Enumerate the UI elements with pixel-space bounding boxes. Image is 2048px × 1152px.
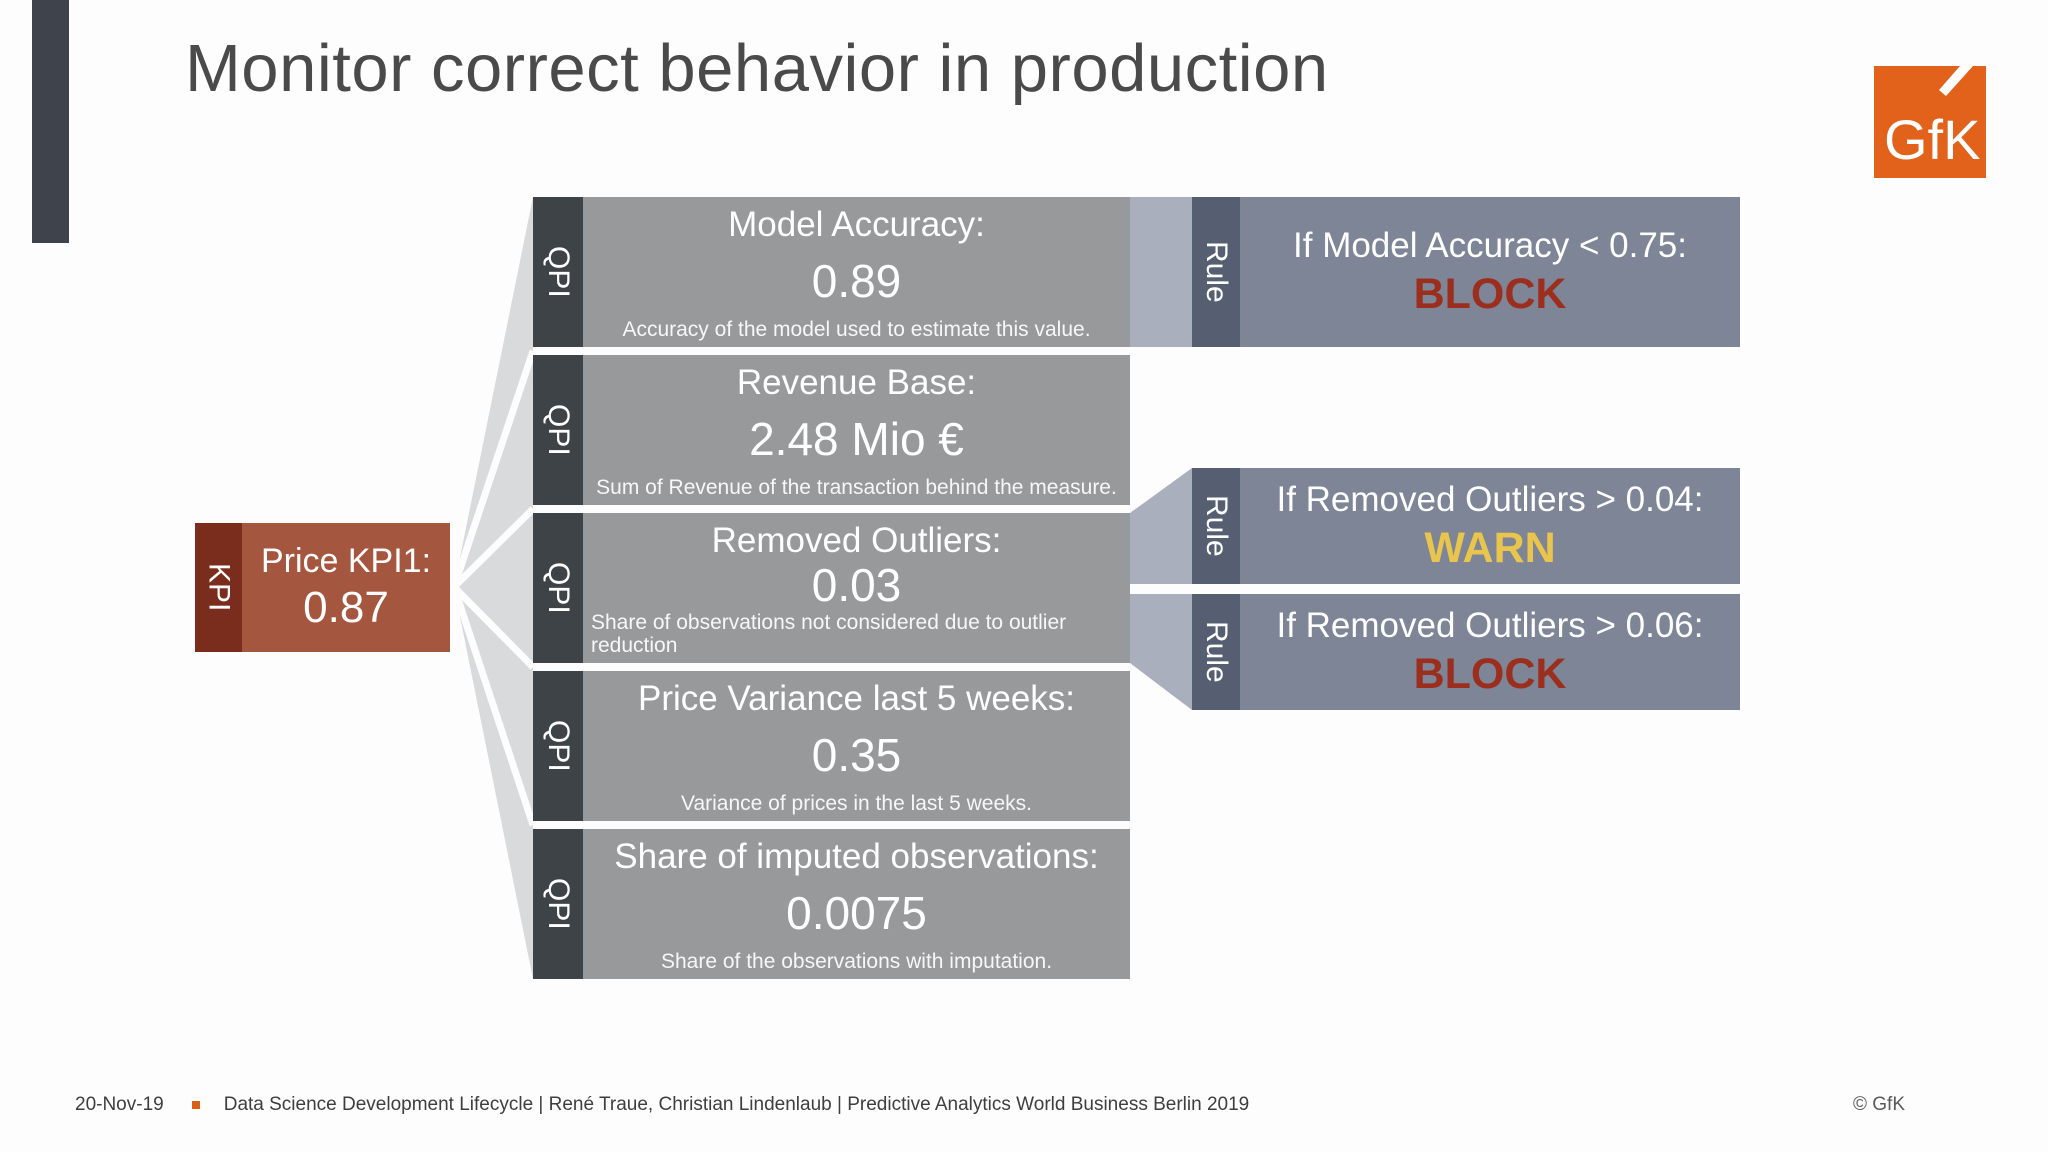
rule-condition: If Removed Outliers > 0.04: [1276, 480, 1704, 520]
qpi-description: Variance of prices in the last 5 weeks. [681, 791, 1032, 815]
qpi-body: Removed Outliers: 0.03 Share of observat… [583, 513, 1130, 663]
footer-bullet-icon [191, 1101, 200, 1109]
gfk-logo-text: GfK [1884, 108, 1980, 171]
kpi-value: 0.87 [303, 583, 389, 632]
qpi-body: Share of imputed observations: 0.0075 Sh… [583, 829, 1130, 979]
footer: 20-Nov-19 Data Science Development Lifec… [75, 1094, 1249, 1116]
qpi-tab: QPI [533, 829, 583, 979]
rule-body: If Removed Outliers > 0.04: WARN [1240, 468, 1740, 584]
kpi-node: KPI Price KPI1: 0.87 [195, 523, 450, 652]
rule-condition: If Model Accuracy < 0.75: [1293, 226, 1687, 266]
qpi-value: 0.03 [811, 559, 902, 612]
logo-accent-slash-icon [1939, 66, 1973, 96]
left-accent-bar [32, 0, 69, 243]
qpi-rule-connectors [1130, 197, 1192, 710]
rule-node-outliers-block: Rule If Removed Outliers > 0.06: BLOCK [1192, 594, 1740, 710]
rule-tab: Rule [1192, 468, 1240, 584]
qpi-value: 0.35 [811, 728, 902, 781]
qpi-node-imputed-observations: QPI Share of imputed observations: 0.007… [533, 829, 1130, 979]
rule-body: If Model Accuracy < 0.75: BLOCK [1240, 197, 1740, 347]
rule-node-model-accuracy-block: Rule If Model Accuracy < 0.75: BLOCK [1192, 197, 1740, 347]
kpi-title: Price KPI1: [260, 541, 432, 580]
qpi-title: Model Accuracy: [728, 205, 985, 244]
qpi-description: Accuracy of the model used to estimate t… [622, 317, 1091, 341]
qpi1-rule1-connector [1130, 197, 1192, 347]
rule-tab: Rule [1192, 197, 1240, 347]
qpi-tab: QPI [533, 197, 583, 347]
rule-condition: If Removed Outliers > 0.06: [1276, 606, 1704, 646]
qpi-body: Price Variance last 5 weeks: 0.35 Varian… [583, 671, 1130, 821]
rule-body: If Removed Outliers > 0.06: BLOCK [1240, 594, 1740, 710]
footer-date: 20-Nov-19 [75, 1094, 164, 1115]
slide-title: Monitor correct behavior in production [185, 31, 1329, 106]
qpi-value: 0.0075 [786, 886, 927, 939]
qpi-body: Revenue Base: 2.48 Mio € Sum of Revenue … [583, 355, 1130, 505]
qpi-description: Share of the observations with imputatio… [660, 949, 1053, 973]
rule-action: BLOCK [1413, 269, 1567, 318]
footer-description: Data Science Development Lifecycle | Ren… [223, 1094, 1250, 1115]
qpi3-rule2-connector [1130, 468, 1192, 584]
qpi-node-model-accuracy: QPI Model Accuracy: 0.89 Accuracy of the… [533, 197, 1130, 347]
qpi-node-removed-outliers: QPI Removed Outliers: 0.03 Share of obse… [533, 513, 1130, 663]
gfk-logo-graphic: GfK [1874, 66, 1986, 178]
qpi-tab: QPI [533, 671, 583, 821]
qpi-description: Sum of Revenue of the transaction behind… [596, 475, 1117, 499]
qpi-tab: QPI [533, 355, 583, 505]
qpi-title: Price Variance last 5 weeks: [637, 679, 1076, 718]
qpi-node-price-variance: QPI Price Variance last 5 weeks: 0.35 Va… [533, 671, 1130, 821]
qpi-title: Revenue Base: [736, 363, 977, 402]
rule-action: BLOCK [1413, 649, 1567, 698]
kpi-body: Price KPI1: 0.87 [242, 523, 450, 652]
qpi-value: 0.89 [811, 254, 902, 307]
qpi-title: Share of imputed observations: [614, 837, 1099, 876]
qpi-title: Removed Outliers: [711, 521, 1002, 560]
rule-node-outliers-warn: Rule If Removed Outliers > 0.04: WARN [1192, 468, 1740, 584]
qpi-body: Model Accuracy: 0.89 Accuracy of the mod… [583, 197, 1130, 347]
qpi-value: 2.48 Mio € [749, 412, 964, 465]
rule-action: WARN [1424, 523, 1556, 572]
kpi-tab: KPI [195, 523, 242, 652]
rule-tab: Rule [1192, 594, 1240, 710]
qpi-tab: QPI [533, 513, 583, 663]
qpi-node-revenue-base: QPI Revenue Base: 2.48 Mio € Sum of Reve… [533, 355, 1130, 505]
footer-copyright: © GfK [1852, 1094, 1905, 1115]
qpi-description: Share of observations not considered due… [591, 610, 1067, 657]
gfk-logo: GfK [1874, 66, 1986, 178]
qpi3-rule3-connector [1130, 594, 1192, 710]
